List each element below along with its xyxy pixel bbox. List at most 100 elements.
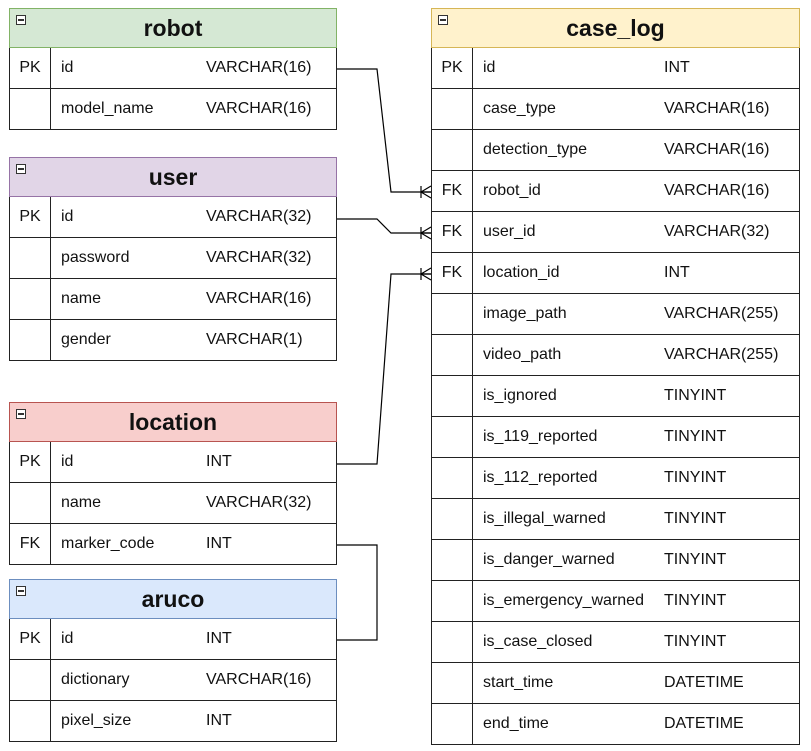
- column-type: INT: [664, 59, 690, 76]
- key-cell: [10, 701, 51, 741]
- column-type: TINYINT: [664, 387, 727, 404]
- key-cell: PK: [10, 197, 51, 237]
- key-cell: [10, 238, 51, 278]
- column-type: VARCHAR(255): [664, 305, 779, 322]
- column-name: is_emergency_warned: [483, 592, 644, 609]
- collapse-icon[interactable]: [16, 15, 26, 25]
- key-cell: [10, 320, 51, 360]
- column-name: name: [61, 290, 102, 307]
- key-cell: [432, 89, 473, 129]
- column-type: TINYINT: [664, 633, 727, 650]
- key-cell: [432, 663, 473, 703]
- column-type: DATETIME: [664, 674, 744, 691]
- column-row-is-emergency-warned[interactable]: is_emergency_warned TINYINT: [431, 581, 800, 622]
- table-header[interactable]: robot: [9, 8, 337, 48]
- column-type: TINYINT: [664, 551, 727, 568]
- column-name: is_119_reported: [483, 428, 598, 445]
- collapse-icon[interactable]: [16, 586, 26, 596]
- column-name: name: [61, 494, 102, 511]
- column-name: image_path: [483, 305, 567, 322]
- column-name: id: [61, 208, 74, 225]
- column-name: is_illegal_warned: [483, 510, 606, 527]
- key-cell: FK: [432, 253, 473, 293]
- table-header[interactable]: aruco: [9, 579, 337, 619]
- column-row-image-path[interactable]: image_path VARCHAR(255): [431, 294, 800, 335]
- key-cell: [10, 483, 51, 523]
- key-cell: [432, 417, 473, 457]
- column-name: gender: [61, 331, 111, 348]
- column-type: VARCHAR(16): [664, 141, 770, 158]
- key-cell: FK: [10, 524, 51, 564]
- column-name: case_type: [483, 100, 556, 117]
- key-cell: [432, 581, 473, 621]
- key-cell: PK: [10, 48, 51, 88]
- column-type: VARCHAR(16): [664, 182, 770, 199]
- key-cell: [432, 294, 473, 334]
- key-cell: FK: [432, 212, 473, 252]
- key-cell: [10, 279, 51, 319]
- table-header[interactable]: location: [9, 402, 337, 442]
- column-name: id: [61, 59, 74, 76]
- link-user-case-log: [337, 218, 431, 234]
- column-row-is-ignored[interactable]: is_ignored TINYINT: [431, 376, 800, 417]
- column-name: id: [61, 453, 74, 470]
- key-cell: [10, 89, 51, 129]
- column-name: is_ignored: [483, 387, 557, 404]
- table-title: user: [148, 164, 198, 190]
- column-type: INT: [206, 712, 232, 729]
- column-type: TINYINT: [664, 592, 727, 609]
- column-row-is-112-reported[interactable]: is_112_reported TINYINT: [431, 458, 800, 499]
- column-type: TINYINT: [664, 469, 727, 486]
- table-title: aruco: [141, 586, 205, 612]
- column-type: VARCHAR(32): [206, 249, 312, 266]
- column-name: robot_id: [483, 182, 541, 199]
- collapse-icon[interactable]: [16, 164, 26, 174]
- column-type: INT: [664, 264, 690, 281]
- column-name: end_time: [483, 715, 549, 732]
- link-user-case-log-end-crowfoot: [420, 226, 432, 240]
- table-header[interactable]: user: [9, 157, 337, 197]
- link-location-case-log: [337, 273, 431, 465]
- column-name: is_112_reported: [483, 469, 598, 486]
- link-location-aruco: [337, 544, 378, 641]
- key-cell: PK: [432, 48, 473, 88]
- link-location-case-log-end-crowfoot: [420, 267, 432, 281]
- table-title: case_log: [566, 15, 665, 41]
- table-header[interactable]: case_log: [431, 8, 800, 48]
- collapse-icon[interactable]: [16, 409, 26, 419]
- column-name: model_name: [61, 100, 154, 117]
- collapse-icon[interactable]: [438, 15, 448, 25]
- column-name: user_id: [483, 223, 536, 240]
